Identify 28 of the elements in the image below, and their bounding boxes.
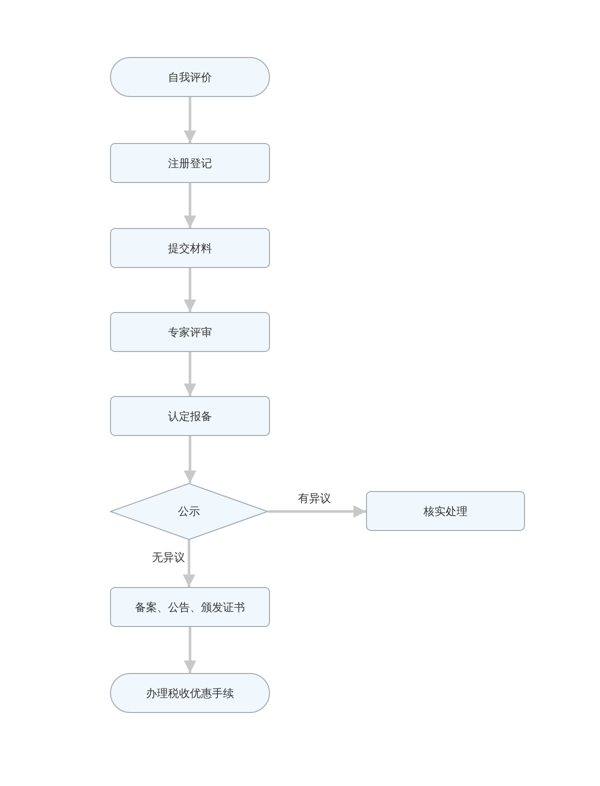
node-label: 专家评审	[168, 324, 212, 340]
terminal-box	[110, 673, 270, 713]
node-label: 提交材料	[168, 240, 212, 256]
node-label: 核实处理	[424, 504, 468, 518]
node-label: 自我评价	[168, 70, 212, 84]
edge-label: 有异议	[297, 491, 332, 506]
node-label: 备案、公告、颁发证书	[135, 600, 245, 614]
arrow	[184, 97, 196, 143]
arrow	[184, 436, 196, 483]
arrow	[184, 268, 196, 312]
process-box	[110, 312, 270, 352]
node-label: 办理税收优惠手续	[146, 686, 234, 700]
arrow	[184, 352, 196, 396]
arrow	[184, 627, 196, 673]
node-label: 注册登记	[168, 156, 212, 170]
arrow	[184, 183, 196, 228]
edge-label: 无异议	[151, 550, 186, 565]
process-box	[110, 396, 270, 436]
arrow	[182, 540, 196, 587]
node-label: 认定报备	[168, 408, 212, 424]
process-box	[110, 228, 270, 268]
terminal-box	[110, 57, 270, 97]
process-box	[110, 587, 270, 627]
decision-diamond	[110, 483, 268, 540]
node-label: 公示	[178, 504, 200, 519]
arrow	[268, 505, 366, 518]
process-box	[366, 491, 525, 531]
process-box	[110, 143, 270, 183]
